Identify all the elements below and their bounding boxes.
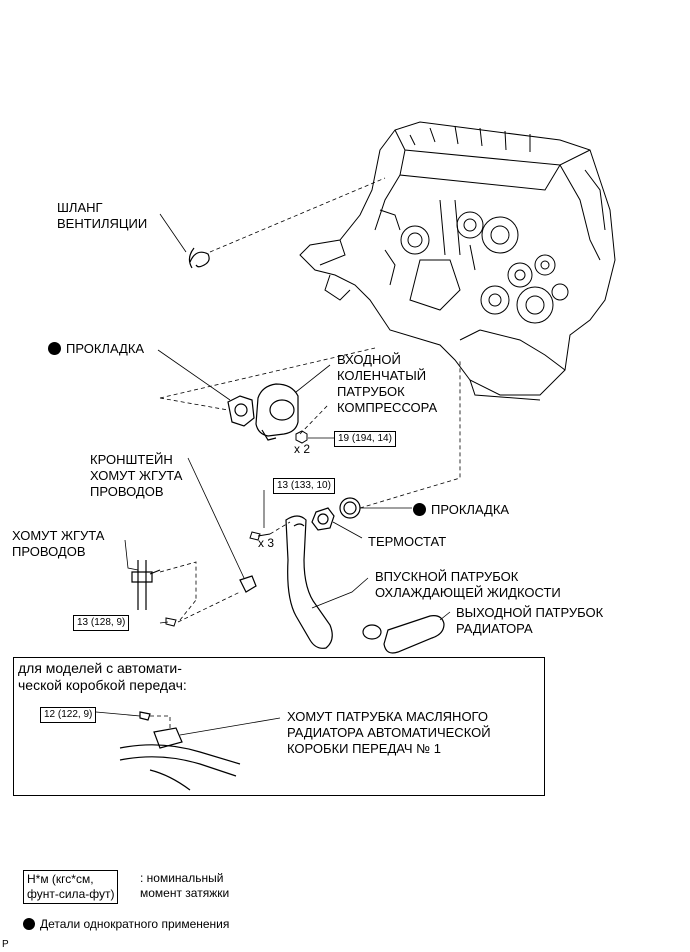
torque-spec-12: 12 (122, 9) [40,707,97,723]
quantity-x3: x 3 [258,536,275,550]
single-use-dot-icon [23,918,35,930]
compressor-gasket-part [227,395,255,427]
bolt-part [249,531,271,541]
coolant-inlet-label: ВПУСКНОЙ ПАТРУБОК ОХЛАЖДАЮЩЕЙ ЖИДКОСТИ [375,569,561,600]
gasket-top-label: ПРОКЛАДКА [48,341,144,357]
harness-clamp-part [131,560,161,610]
quantity-x2: x 2 [294,442,311,456]
harness-clamp-label: ХОМУТ ЖГУТА ПРОВОДОВ [12,528,105,559]
at-models-label: для моделей с автомати- ческой коробкой … [18,660,187,693]
at-models-frame [13,657,545,796]
callout-leaders [95,213,451,736]
legend-unit-box: Н*м (кгс*см, фунт-сила-фут) [23,870,119,904]
ventilation-hose-label: ШЛАНГ ВЕНТИЛЯЦИИ [57,200,148,231]
gasket-right-text: ПРОКЛАДКА [431,502,510,517]
ventilation-hose-part [188,247,210,269]
dashed-leader-lines [150,177,461,730]
single-use-dot-icon [413,503,426,516]
legend-unit-description: : номинальный момент затяжки [140,871,230,900]
at-clamp-label: ХОМУТ ПАТРУБКА МАСЛЯНОГО РАДИАТОРА АВТОМ… [287,709,491,756]
inlet-elbow-label: ВХОДНОЙ КОЛЕНЧАТЫЙ ПАТРУБОК КОМПРЕССОРА [337,352,438,415]
gasket-right-label: ПРОКЛАДКА [413,502,509,518]
thermostat-gasket-part [339,497,361,519]
legend-single-use: Детали однократного применения [23,917,229,932]
bracket-label: КРОНШТЕЙН ХОМУТ ЖГУТА ПРОВОДОВ [90,452,183,499]
torque-spec-13a: 13 (133, 10) [273,478,335,494]
radiator-outlet-label: ВЫХОДНОЙ ПАТРУБОК РАДИАТОРА [456,605,604,636]
compressor-inlet-elbow-part [255,383,299,441]
gasket-top-text: ПРОКЛАДКА [66,341,145,356]
torque-spec-13b: 13 (128, 9) [73,615,130,631]
legend-single-use-text: Детали однократного применения [40,917,230,931]
harness-bracket-part [239,575,257,593]
thermostat-label: ТЕРМОСТАТ [368,534,447,549]
single-use-dot-icon [48,342,61,355]
torque-spec-19: 19 (194, 14) [334,431,396,447]
coolant-inlet-pipe-part [285,515,333,649]
nut-part [295,430,308,444]
thermostat-part [311,507,335,531]
engine-illustration [299,121,616,401]
radiator-outlet-hose-part [362,615,445,654]
corner-code: P [2,939,9,950]
